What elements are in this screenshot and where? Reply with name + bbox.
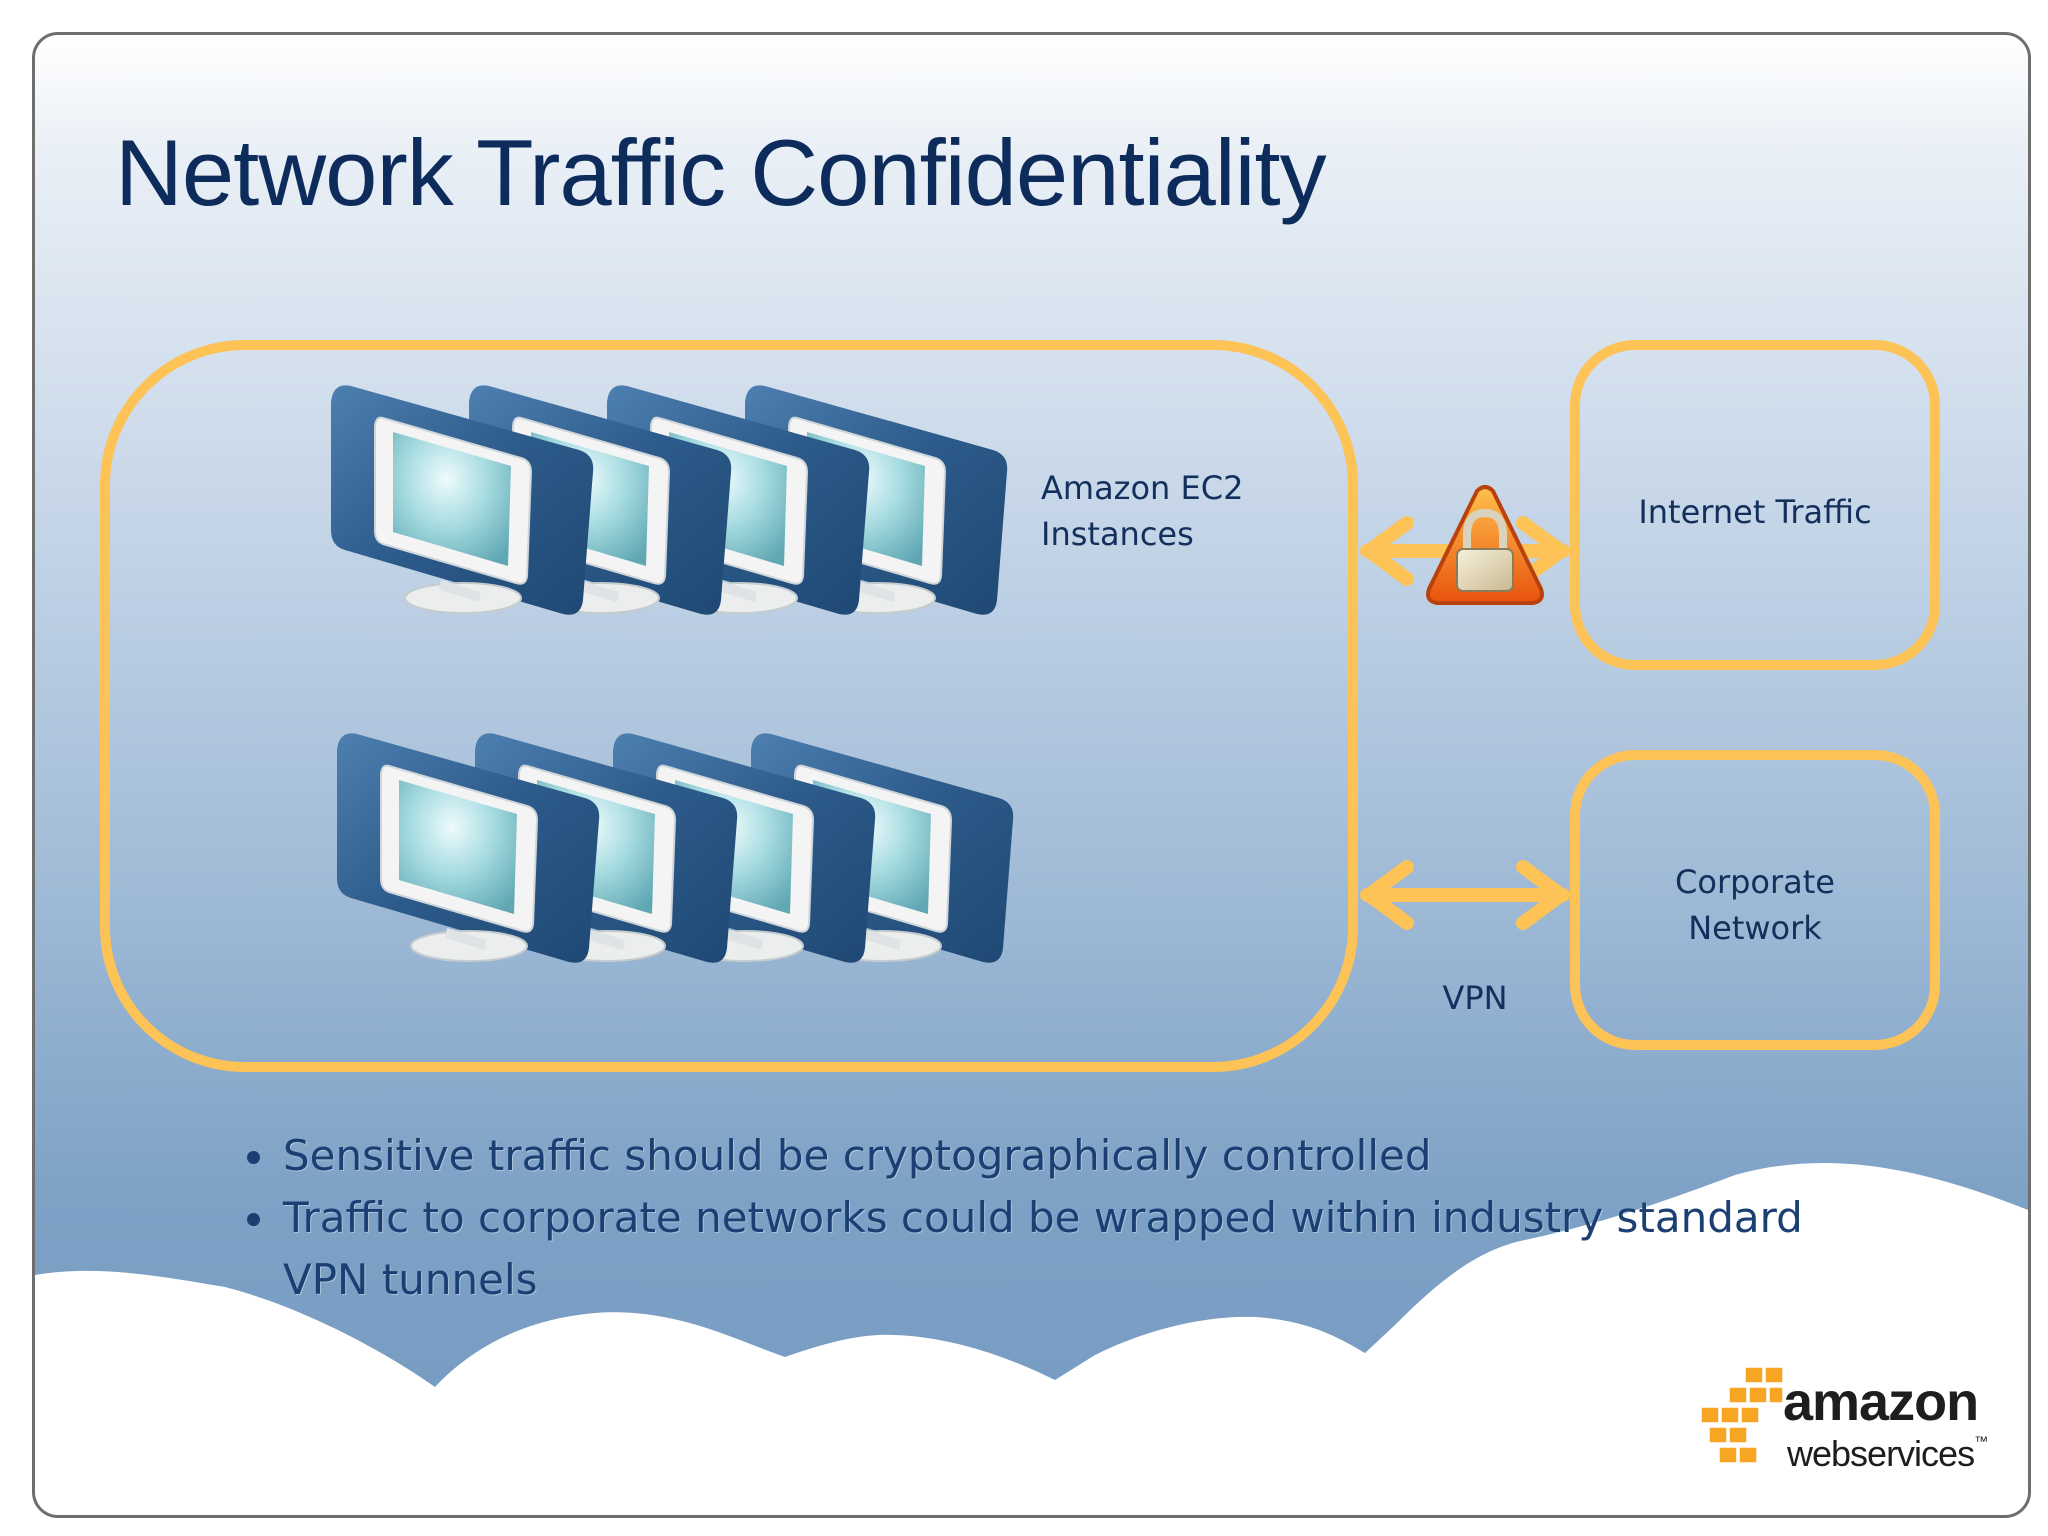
ec2-instances-label: Amazon EC2 Instances [1041, 465, 1243, 557]
corporate-network-label: Corporate Network [1575, 859, 1935, 951]
slide: Network Traffic Confidentiality [32, 32, 2031, 1518]
internet-traffic-label: Internet Traffic [1638, 493, 1872, 531]
logo-amazon-text: amazon [1783, 1372, 1979, 1432]
corporate-network-box [1570, 750, 1940, 1050]
ec2-label-line: Instances [1041, 515, 1194, 553]
ec2-container-box [100, 340, 1358, 1072]
logo-webservices-text: webservices™ [1787, 1433, 1988, 1475]
ec2-label-line: Amazon EC2 [1041, 469, 1244, 507]
internet-traffic-box [1570, 340, 1940, 670]
bullet-list: Sensitive traffic should be cryptographi… [243, 1125, 1893, 1311]
network-diagram [100, 340, 1940, 1072]
aws-logo: amazon webservices™ [1695, 1365, 1995, 1485]
slide-title: Network Traffic Confidentiality [115, 120, 1327, 225]
cloud-shape [35, 1162, 2028, 1515]
logo-webservices-word: webservices [1787, 1433, 1975, 1474]
cloud-background [35, 1162, 2028, 1515]
bullet-item: Sensitive traffic should be cryptographi… [243, 1125, 1893, 1187]
aws-cubes-icon [1700, 1366, 1784, 1464]
corporate-label-line: Corporate [1675, 863, 1835, 901]
corporate-label-line: Network [1688, 909, 1822, 947]
padlock-warning-icon [1426, 485, 1544, 605]
double-arrow-icon [1360, 860, 1570, 930]
vpn-label: VPN [1442, 979, 1508, 1017]
bullet-item: Traffic to corporate networks could be w… [243, 1187, 1893, 1311]
logo-trademark: ™ [1974, 1433, 1988, 1449]
